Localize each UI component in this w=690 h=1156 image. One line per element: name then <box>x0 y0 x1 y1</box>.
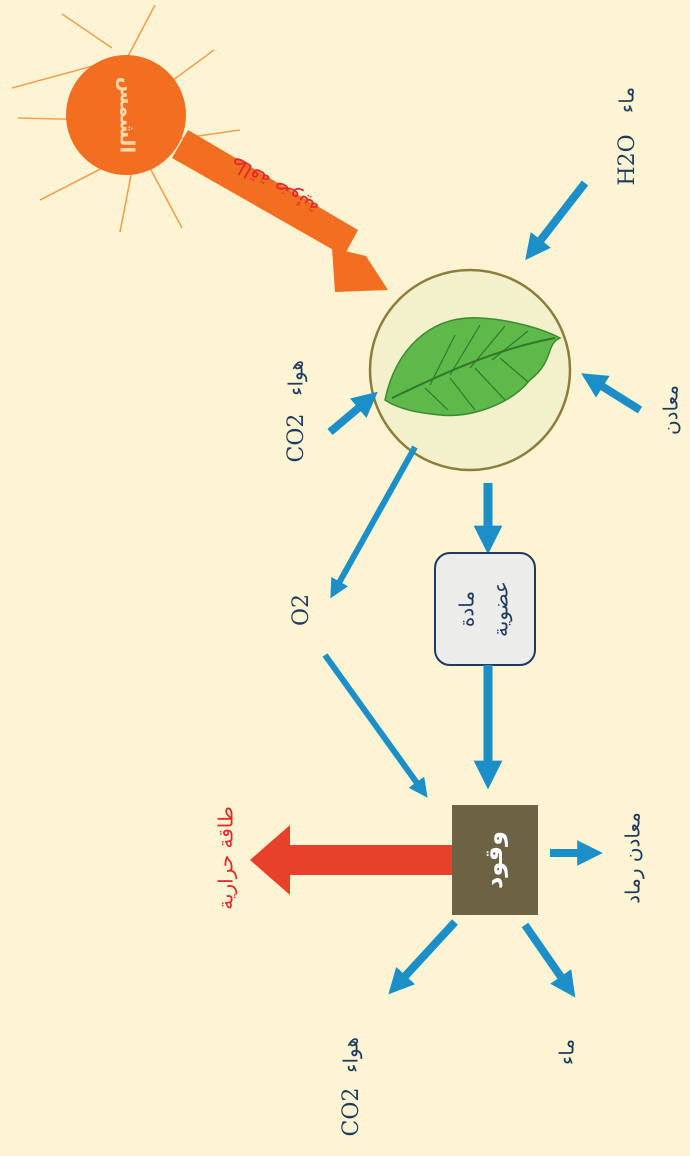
fuel-co2-air-label: هواء <box>339 1037 363 1073</box>
fuel-water-label: ماء <box>555 1039 579 1065</box>
water-label: ماء <box>615 87 639 113</box>
sun-label: الشمس <box>116 77 140 153</box>
co2-formula: CO2 <box>284 414 309 463</box>
organic-matter-line1: مادة <box>455 591 479 627</box>
heat-energy-arrow <box>250 825 452 895</box>
minerals-input-arrow <box>581 373 643 414</box>
fuel-co2-formula: CO2 <box>339 1088 364 1137</box>
oxygen-label: O2 <box>289 594 314 626</box>
minerals-label: معادن <box>659 385 683 435</box>
co2-input-arrow <box>327 391 378 436</box>
organic-matter-box <box>434 552 536 666</box>
oxygen-output-arrow <box>330 445 418 599</box>
co2-air-label: هواء <box>284 360 308 396</box>
water-formula: H2O <box>615 134 640 185</box>
oxygen-to-fuel-arrow <box>322 653 428 798</box>
leaf-icon <box>384 317 562 417</box>
fuel-label: وقود <box>480 831 508 889</box>
water-input-arrow <box>525 180 589 261</box>
light-energy-arrow <box>172 130 388 292</box>
organic-matter-line2: عضوية <box>489 581 513 637</box>
fuel-water-arrow <box>521 922 576 998</box>
fuel-box <box>452 805 538 915</box>
fuel-co2-arrow <box>388 919 458 995</box>
sun <box>66 55 186 175</box>
ash-minerals-label: معادن رماد <box>621 812 645 904</box>
heat-energy-label: طاقة حرارية <box>214 806 238 910</box>
